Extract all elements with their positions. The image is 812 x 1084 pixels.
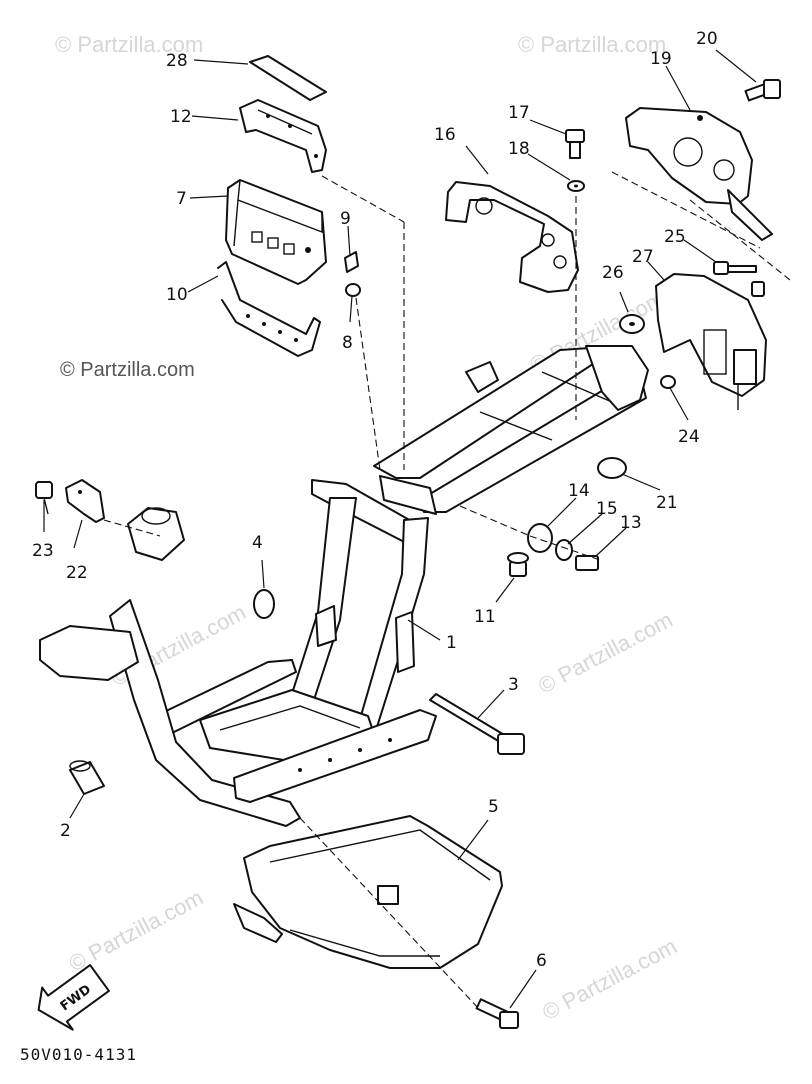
part-19-mount-plate [625,107,773,241]
leader-lines [43,49,757,1009]
callout-4: 4 [252,533,263,553]
callout-26: 26 [602,263,624,283]
part-28-pad [249,55,327,101]
callout-9: 9 [340,209,351,229]
callout-21: 21 [656,493,678,513]
figure-code: 50V010-4131 [20,1045,137,1064]
watermark-center-right: © Partzilla.com [534,607,677,699]
callout-7: 7 [176,189,187,209]
watermark-top-right: © Partzilla.com [518,32,666,57]
callout-12: 12 [170,107,192,127]
part-12-bracket [239,99,327,173]
callout-5: 5 [488,797,499,817]
callout-14: 14 [568,481,590,501]
callout-28: 28 [166,51,188,71]
callout-22: 22 [66,563,88,583]
part-23-bolt [35,481,53,515]
part-3-long-bolt [429,693,525,755]
callout-27: 27 [632,247,654,267]
callout-labels: 28 12 7 10 9 8 16 17 18 19 20 25 27 26 2… [32,29,718,971]
part-5-skid-plate [233,815,503,969]
alignment-dashes [103,171,791,1011]
callout-18: 18 [508,139,530,159]
part-1-main-frame [39,345,649,827]
watermark-mid-left: © Partzilla.com [60,359,195,381]
part-11-bolt [507,552,529,577]
callout-8: 8 [342,333,353,353]
watermark-top-left: © Partzilla.com [55,32,203,57]
part-22-bracket [65,479,105,523]
callout-19: 19 [650,49,672,69]
callout-15: 15 [596,499,618,519]
watermark-bottom-left: © Partzilla.com [65,885,208,977]
part-7-battery-box [225,179,327,285]
callout-17: 17 [508,103,530,123]
part-27-hanger-bracket [655,273,767,410]
part-2-collar [69,760,105,795]
part-10-battery-holder [217,261,321,357]
part-14-spacer [527,523,553,553]
part-9-clip [344,251,359,273]
part-21-nut [597,457,627,479]
callout-20: 20 [696,29,718,49]
watermark-bottom-right: © Partzilla.com [538,933,681,1025]
callout-2: 2 [60,821,71,841]
part-18-washer [567,180,585,192]
callout-10: 10 [166,285,188,305]
callout-16: 16 [434,125,456,145]
part-25-bolt-set [713,261,765,297]
part-6-bolt [475,998,519,1029]
part-8-grommet [345,283,361,297]
callout-25: 25 [664,227,686,247]
callout-1: 1 [446,633,457,653]
part-26-nut [619,314,645,334]
callout-3: 3 [508,675,519,695]
callout-23: 23 [32,541,54,561]
part-16-rear-bracket [445,181,579,293]
callout-11: 11 [474,607,496,627]
part-20-bolt [744,79,781,102]
part-24-cap [660,375,676,389]
callout-6: 6 [536,951,547,971]
part-4-bushing [253,589,275,619]
part-17-bolt [565,129,585,159]
callout-13: 13 [620,513,642,533]
callout-24: 24 [678,427,700,447]
